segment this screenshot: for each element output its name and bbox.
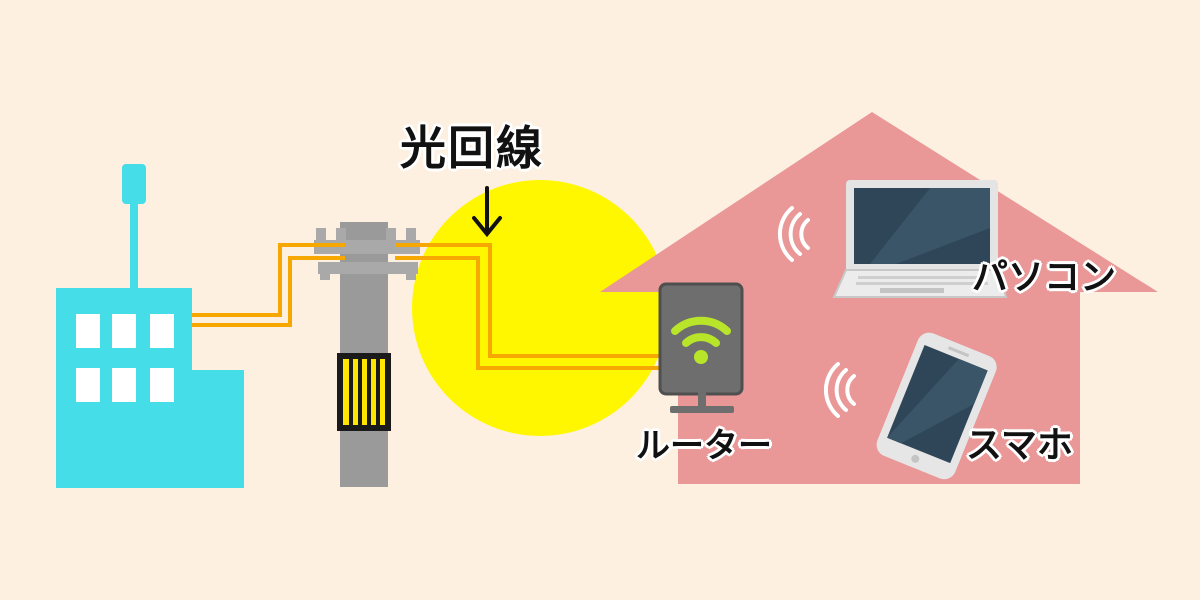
- laptop: [832, 180, 1008, 298]
- down-arrow-icon: [472, 186, 502, 238]
- smartphone: [876, 332, 997, 480]
- highlight-circle: [412, 180, 668, 436]
- building: [56, 164, 244, 488]
- router-label: ルーター: [636, 426, 772, 466]
- wireless-signal-icon: [777, 206, 810, 262]
- fiber-cable: [192, 243, 662, 370]
- diagram-title: 光回線: [400, 121, 544, 175]
- phone-label: スマホ: [966, 425, 1073, 466]
- router: [658, 282, 744, 413]
- wireless-signal-icon: [823, 362, 856, 418]
- wifi-icon: [671, 316, 731, 347]
- utility-pole: [314, 222, 420, 487]
- pc-label: パソコン: [972, 257, 1117, 298]
